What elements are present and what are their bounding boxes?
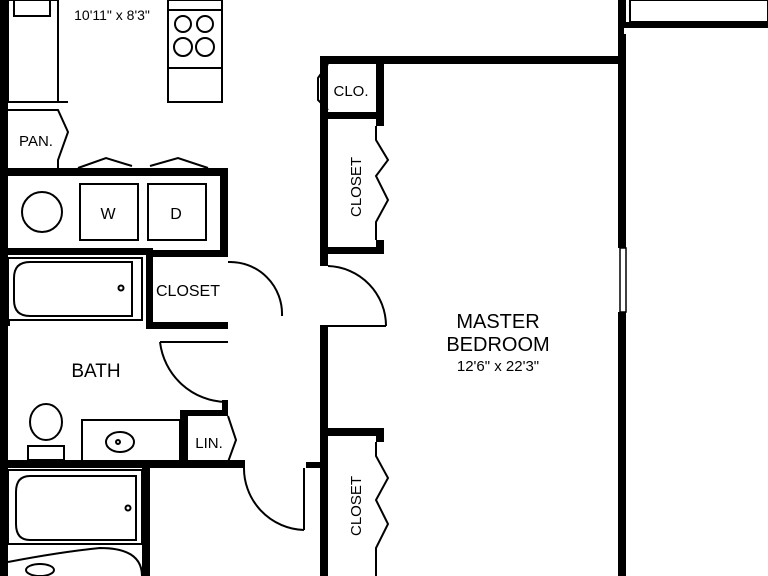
small-closet-label: CLO. [333,83,368,100]
hall-closet-label: CLOSET [156,283,220,300]
washer-label: W [100,206,116,223]
master-closet-lower-label: CLOSET [348,476,365,536]
kitchen-dims: 10'11" x 8'3" [74,7,150,23]
master-bedroom-name-1: MASTER [456,311,539,333]
master-bedroom-name-2: BEDROOM [446,334,549,356]
pantry-label: PAN. [19,133,53,150]
stove-burners [173,15,215,57]
dryer-label: D [170,206,182,223]
linen-label: LIN. [195,435,223,452]
master-bedroom-dims: 12'6" x 22'3" [457,358,539,375]
bath-label: BATH [71,361,120,382]
master-closet-upper-label: CLOSET [348,157,365,217]
fixtures [7,0,768,576]
